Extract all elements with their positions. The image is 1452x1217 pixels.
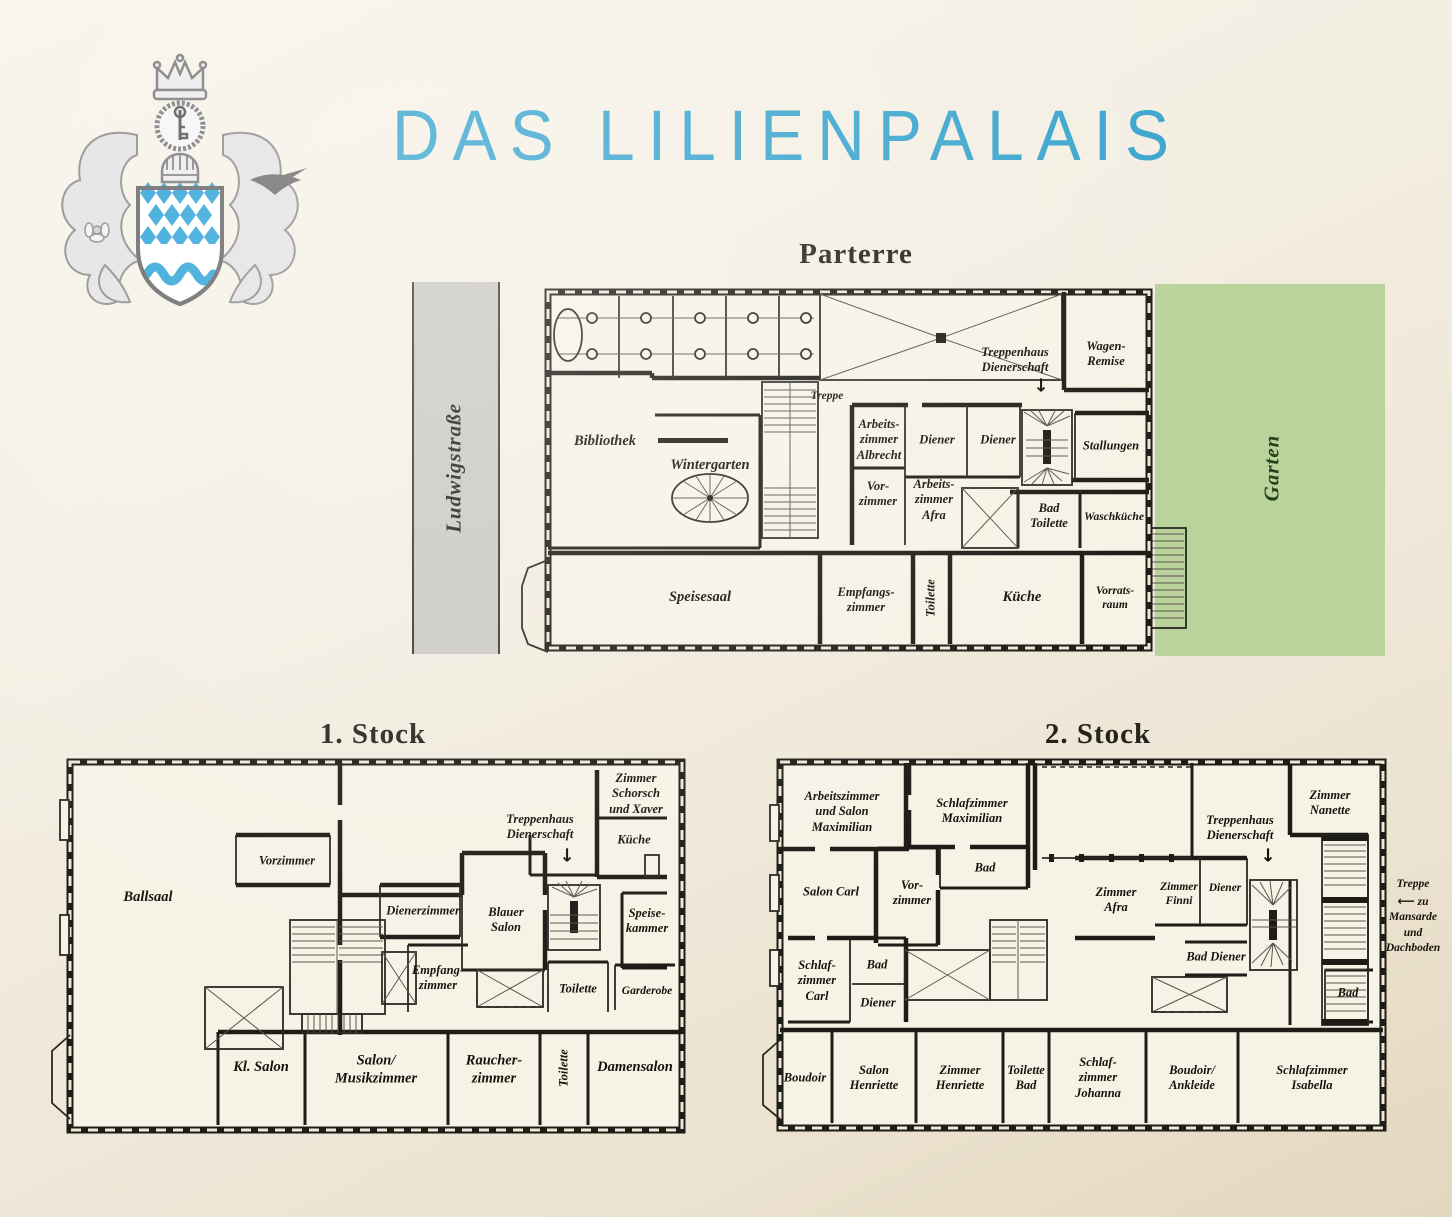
heading-stock2: 2. Stock bbox=[1044, 718, 1152, 750]
coat-of-arms-drawing bbox=[61, 53, 307, 307]
garden-area bbox=[1155, 284, 1385, 656]
stock2-plan: Arbeitszimmer und Salon Maximilian Schla… bbox=[755, 715, 1452, 1145]
coat-of-arms-icon bbox=[45, 30, 315, 325]
helmet-icon bbox=[160, 152, 200, 184]
canted-bay bbox=[762, 1039, 781, 1120]
spiral-staircase bbox=[547, 880, 601, 951]
parterre-plan: Ludwigstraße Garten Bibliothek Wintergar… bbox=[408, 278, 1388, 660]
wave-band bbox=[142, 262, 218, 286]
bird-icon bbox=[250, 168, 307, 195]
mansarde-note-line: Dachboden bbox=[1385, 942, 1441, 955]
kitchen-closet bbox=[644, 854, 660, 878]
treppenhaus-arrow-icon: ↓ bbox=[1033, 375, 1049, 397]
shield-icon bbox=[136, 182, 224, 307]
mansarde-arrow-icon: ⟵ bbox=[1397, 893, 1415, 908]
garden-steps bbox=[1145, 527, 1187, 629]
garden-label: Garten bbox=[1259, 434, 1284, 502]
spiral-staircase bbox=[1249, 879, 1298, 971]
street-band bbox=[412, 282, 500, 654]
stock1-plan-drawing bbox=[51, 758, 686, 1134]
treppenhaus-arrow-icon: ↓ bbox=[1260, 845, 1276, 867]
bavarian-lozenges bbox=[140, 182, 220, 248]
page-title: DAS LILIENPALAIS bbox=[392, 95, 1183, 175]
portico-colonnade bbox=[548, 296, 820, 381]
treppenhaus-arrow-icon: ↓ bbox=[559, 845, 575, 867]
window-bay bbox=[769, 804, 780, 842]
building-outline bbox=[776, 758, 1387, 1132]
flower-icon bbox=[84, 222, 110, 243]
mansarde-note-line: Treppe bbox=[1396, 878, 1430, 891]
building-outline bbox=[66, 758, 686, 1134]
light-well bbox=[204, 951, 544, 1050]
street-porch bbox=[521, 559, 549, 653]
mansarde-note-line: Mansarde bbox=[1389, 911, 1437, 924]
window-bay bbox=[59, 799, 70, 841]
parterre-plan-drawing bbox=[412, 282, 1385, 656]
courtyard-colonnade bbox=[1042, 766, 1192, 862]
wintergarten-fan bbox=[671, 473, 749, 523]
heading-parterre: Parterre bbox=[799, 238, 913, 270]
window-bay bbox=[59, 914, 70, 956]
mansarde-note-line: und bbox=[1403, 926, 1423, 939]
mansard-stairs bbox=[1321, 834, 1369, 1026]
light-well bbox=[904, 949, 1228, 1013]
light-well bbox=[961, 487, 1019, 549]
stock2-plan-drawing bbox=[762, 758, 1387, 1132]
mansarde-note: Treppe ⟵ zu Mansarde und Dachboden bbox=[1373, 877, 1452, 957]
window-bay bbox=[769, 949, 780, 987]
wintergarten-door bbox=[658, 438, 728, 443]
wreath-key-icon bbox=[154, 100, 206, 152]
heading-stock1: 1. Stock bbox=[319, 718, 427, 750]
shield-divider bbox=[140, 244, 220, 252]
window-bay bbox=[769, 874, 780, 912]
stock1-plan: Ballsaal Vorzimmer Treppenhaus Dienersch… bbox=[40, 715, 690, 1140]
canted-bay bbox=[51, 1034, 71, 1120]
grand-staircase bbox=[761, 381, 819, 539]
building-outline bbox=[544, 288, 1153, 652]
servants-spiral-staircase bbox=[1021, 408, 1073, 486]
street-label: Ludwigstraße bbox=[441, 403, 466, 533]
mansarde-note-line: zu bbox=[1417, 895, 1429, 908]
crown-icon bbox=[152, 53, 208, 101]
main-stairs bbox=[289, 919, 386, 1034]
